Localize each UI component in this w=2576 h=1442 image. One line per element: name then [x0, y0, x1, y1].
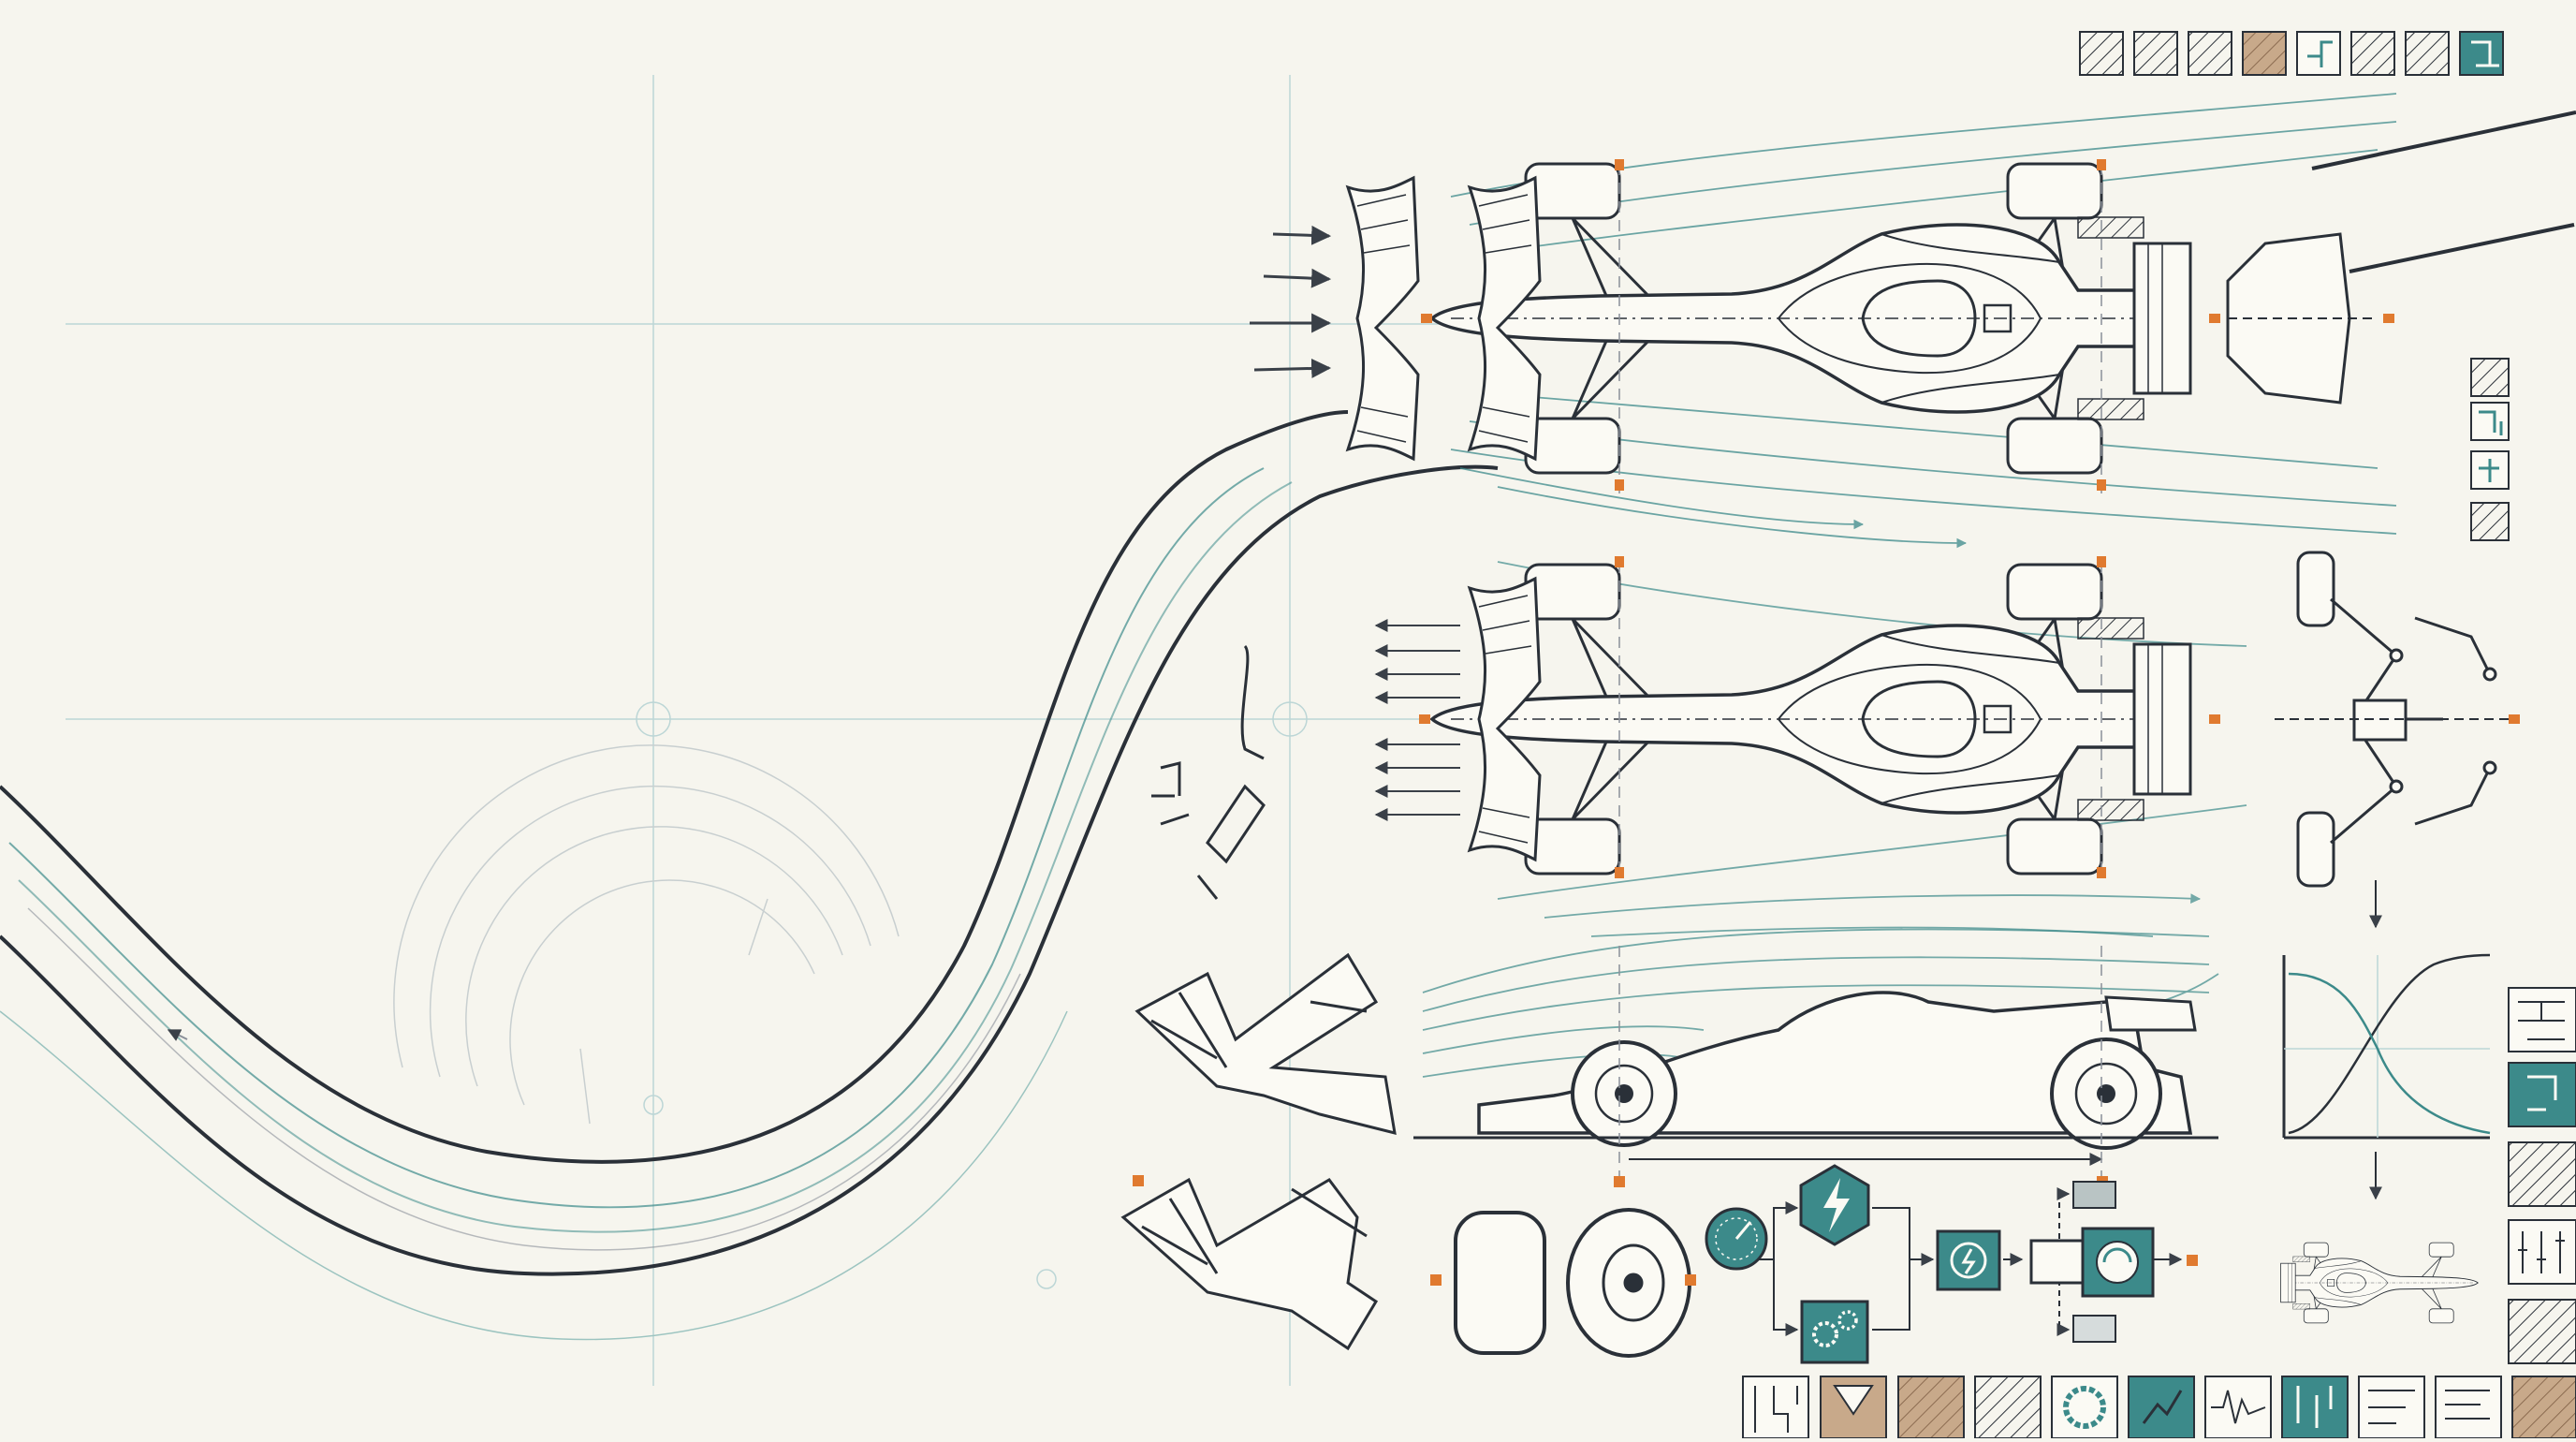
curve-graph-icon — [2282, 953, 2491, 1200]
measurement-marks-icon — [1151, 644, 1266, 900]
tyre-marker-2 — [1685, 1274, 1696, 1286]
car-top-view-small-icon — [2280, 1242, 2479, 1324]
lightning-hex-icon — [1799, 1164, 1870, 1246]
hatch-tile-row-top — [2079, 31, 2504, 76]
battery-cell-icon — [2072, 1181, 2116, 1209]
tyre-front-view-icon — [1454, 1211, 1546, 1355]
energy-module-icon — [1936, 1229, 2001, 1291]
control-unit-icon — [2072, 1315, 2116, 1343]
gears-icon — [1800, 1300, 1869, 1364]
front-wing-iso-lower-icon — [1120, 1177, 1379, 1351]
turn-radius-arcs — [393, 744, 900, 1125]
pattern-tile-row-bottom — [1742, 1376, 2576, 1439]
car-top-view-flow-icon — [1250, 93, 2576, 549]
blueprint-grid — [66, 75, 1498, 1386]
powertrain-flow — [1705, 1164, 2198, 1364]
hatch-tile-column-right — [2508, 987, 2576, 1364]
front-wing-iso-icon — [1134, 952, 1397, 1136]
gauge-icon — [1705, 1207, 1768, 1271]
racing-line-track — [0, 410, 1499, 1341]
car-top-view-reverse-flow-icon — [1374, 556, 2247, 937]
car-side-view-icon — [1133, 928, 2219, 1187]
tyre-marker — [1430, 1274, 1442, 1286]
ring-tile-icon — [2051, 1376, 2118, 1439]
circuit-tile-column — [2470, 358, 2510, 541]
suspension-geometry-icon — [2275, 551, 2520, 929]
turbo-unit-icon — [2029, 1227, 2155, 1298]
tyre-side-view-icon — [1566, 1208, 1691, 1358]
